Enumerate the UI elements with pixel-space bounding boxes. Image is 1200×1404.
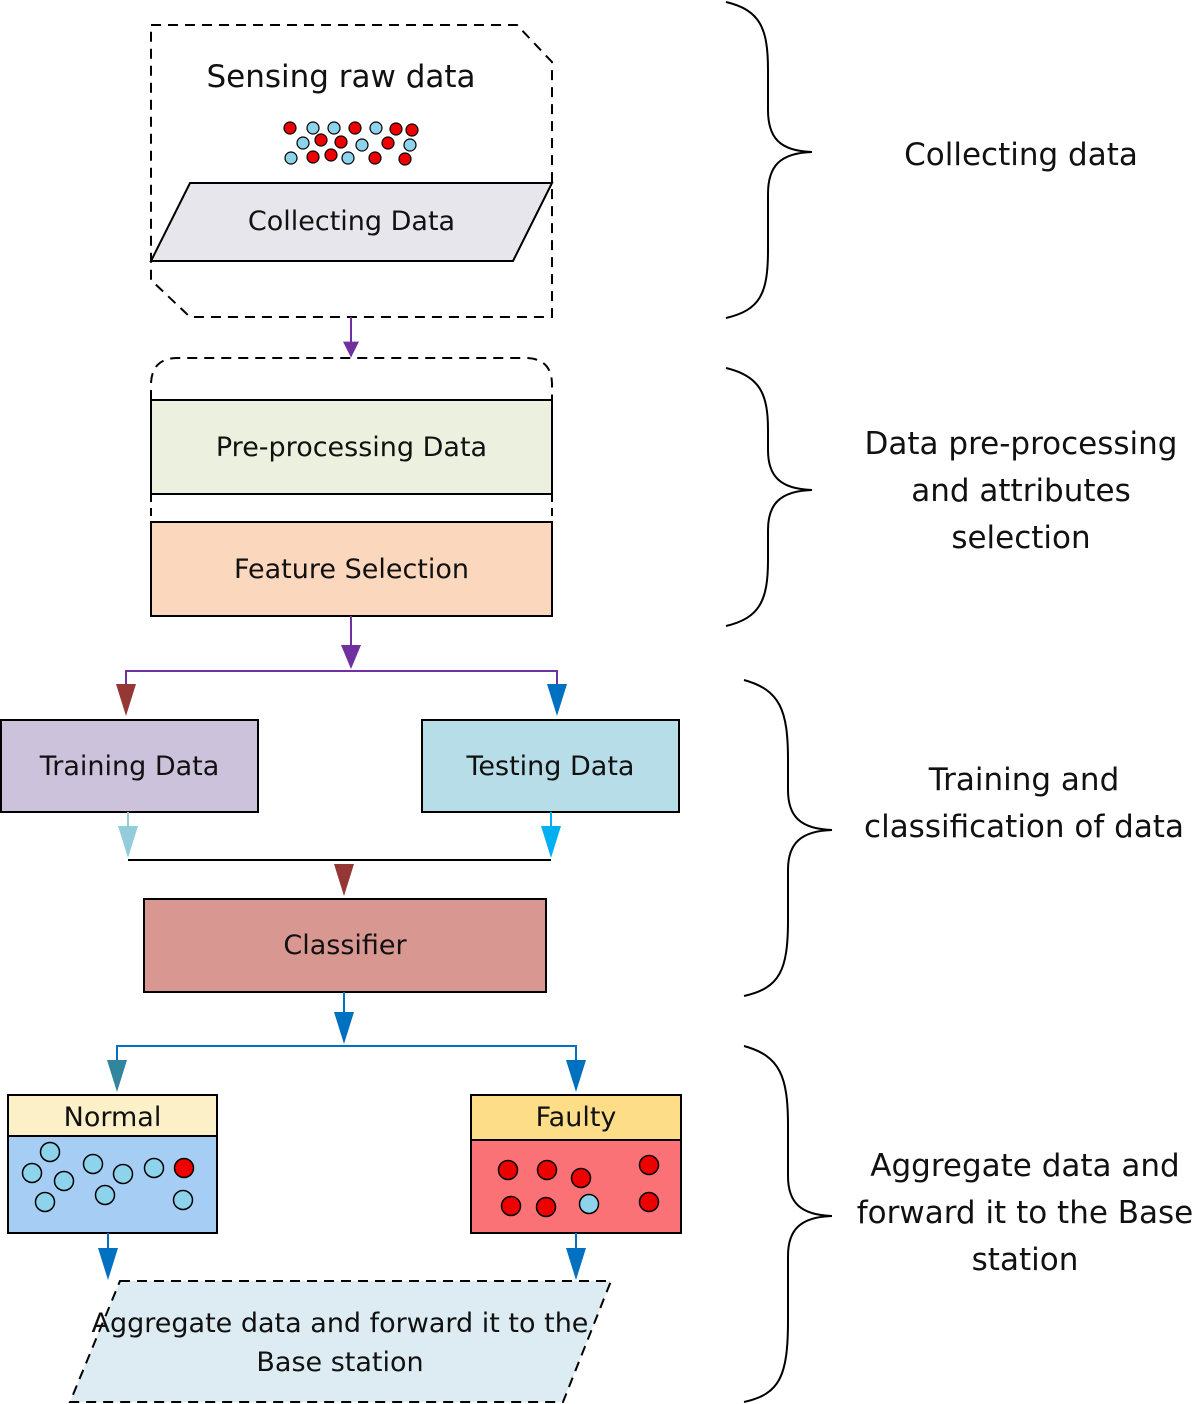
training-data-box xyxy=(0,719,259,813)
aggregate-box-line1: Aggregate data and forward it to the xyxy=(91,1308,589,1339)
sensing-title: Sensing raw data xyxy=(206,59,476,95)
normal-dot xyxy=(82,1153,104,1175)
normal-dot xyxy=(34,1191,56,1213)
raw-dot xyxy=(341,151,355,165)
raw-dot xyxy=(369,121,383,135)
normal-dot xyxy=(94,1184,116,1206)
raw-dot xyxy=(314,133,328,147)
arrowhead-testing-merge xyxy=(541,826,561,858)
brace-collecting xyxy=(725,1,813,319)
raw-dot xyxy=(348,121,362,135)
stage-preprocessing-line1: Data pre-processing xyxy=(864,426,1178,462)
stage-aggregate-line2: forward it to the Base xyxy=(856,1195,1194,1231)
raw-dot xyxy=(405,123,419,137)
faulty-dot xyxy=(535,1196,557,1218)
normal-dot xyxy=(173,1157,195,1179)
stage-aggregate-line3: station xyxy=(971,1242,1079,1278)
raw-dot xyxy=(296,136,310,150)
raw-dot xyxy=(368,151,382,165)
raw-dot xyxy=(381,136,395,150)
faulty-dot xyxy=(578,1193,600,1215)
faulty-label: Faulty xyxy=(535,1102,617,1133)
stage-collecting-text: Collecting data xyxy=(904,137,1138,173)
arrowhead-faulty xyxy=(566,1060,586,1092)
arrowhead-feature-split xyxy=(341,645,361,669)
normal-dot xyxy=(53,1170,75,1192)
raw-dot xyxy=(306,121,320,135)
arrowhead-training-merge xyxy=(118,826,138,858)
stage-aggregate-label: Aggregate data and forward it to the Bas… xyxy=(850,1143,1200,1284)
preprocessing-dashed-container xyxy=(150,357,553,400)
stage-training-label: Training and classification of data xyxy=(848,757,1200,851)
collecting-data-label: Collecting Data xyxy=(247,206,456,237)
normal-dot xyxy=(143,1157,165,1179)
testing-data-label: Testing Data xyxy=(466,751,635,782)
stage-preprocessing-label: Data pre-processing and attributes selec… xyxy=(842,421,1200,562)
normal-label: Normal xyxy=(63,1102,162,1133)
preprocessing-data-label: Pre-processing Data xyxy=(215,432,488,463)
raw-dot xyxy=(306,150,320,164)
raw-dot xyxy=(403,138,417,152)
testing-data-box xyxy=(421,719,680,813)
arrowhead-testing xyxy=(547,684,567,716)
raw-dot xyxy=(284,151,298,165)
preprocessing-data-box xyxy=(150,399,553,495)
arrowhead-normal xyxy=(107,1060,127,1092)
normal-dots xyxy=(21,1141,195,1213)
raw-data-dots xyxy=(283,121,419,166)
raw-dot xyxy=(283,121,297,135)
normal-dot xyxy=(39,1141,61,1163)
faulty-dot xyxy=(570,1167,592,1189)
faulty-dots xyxy=(497,1154,660,1218)
collecting-data-box xyxy=(149,182,554,262)
brace-preprocessing xyxy=(725,367,813,627)
faulty-dot xyxy=(497,1159,519,1181)
normal-dot xyxy=(112,1163,134,1185)
brace-training xyxy=(743,679,833,997)
faulty-dot xyxy=(638,1191,660,1213)
sensing-dashed-container xyxy=(150,24,553,318)
arrowhead-normal-aggregate xyxy=(98,1248,118,1280)
normal-body xyxy=(7,1135,218,1234)
training-data-label: Training Data xyxy=(39,751,220,782)
faulty-dot xyxy=(536,1159,558,1181)
aggregate-box-line2: Base station xyxy=(256,1347,424,1378)
feature-selection-box xyxy=(150,521,553,617)
faulty-dot xyxy=(500,1195,522,1217)
raw-dot xyxy=(334,135,348,149)
raw-dot xyxy=(389,122,403,136)
braces xyxy=(725,1,833,1403)
connector-split-normal-faulty xyxy=(116,1045,577,1062)
aggregate-box xyxy=(68,1280,613,1403)
arrowhead-training xyxy=(116,684,136,716)
raw-dot xyxy=(327,121,341,135)
stage-collecting-label: Collecting data xyxy=(842,132,1200,179)
arrowhead-faulty-aggregate xyxy=(566,1248,586,1280)
stage-aggregate-line1: Aggregate data and xyxy=(870,1148,1180,1184)
stage-training-line1: Training and xyxy=(928,762,1120,798)
normal-dot xyxy=(172,1189,194,1211)
normal-dot xyxy=(21,1162,43,1184)
feature-selection-label: Feature Selection xyxy=(233,554,470,585)
normal-header xyxy=(7,1094,218,1137)
arrowhead-classifier-split xyxy=(334,1012,354,1044)
arrowhead-merge-classifier xyxy=(334,864,354,896)
classifier-box xyxy=(143,898,547,993)
classifier-label: Classifier xyxy=(283,930,407,961)
stage-training-line2: classification of data xyxy=(864,809,1184,845)
faulty-dot xyxy=(638,1154,660,1176)
stage-preprocessing-line2: and attributes xyxy=(911,473,1131,509)
stage-preprocessing-line3: selection xyxy=(951,520,1091,556)
connector-split-train-test xyxy=(125,670,558,684)
brace-aggregate xyxy=(743,1045,833,1403)
raw-dot xyxy=(355,138,369,152)
raw-dot xyxy=(324,148,338,162)
raw-dot xyxy=(398,152,412,166)
